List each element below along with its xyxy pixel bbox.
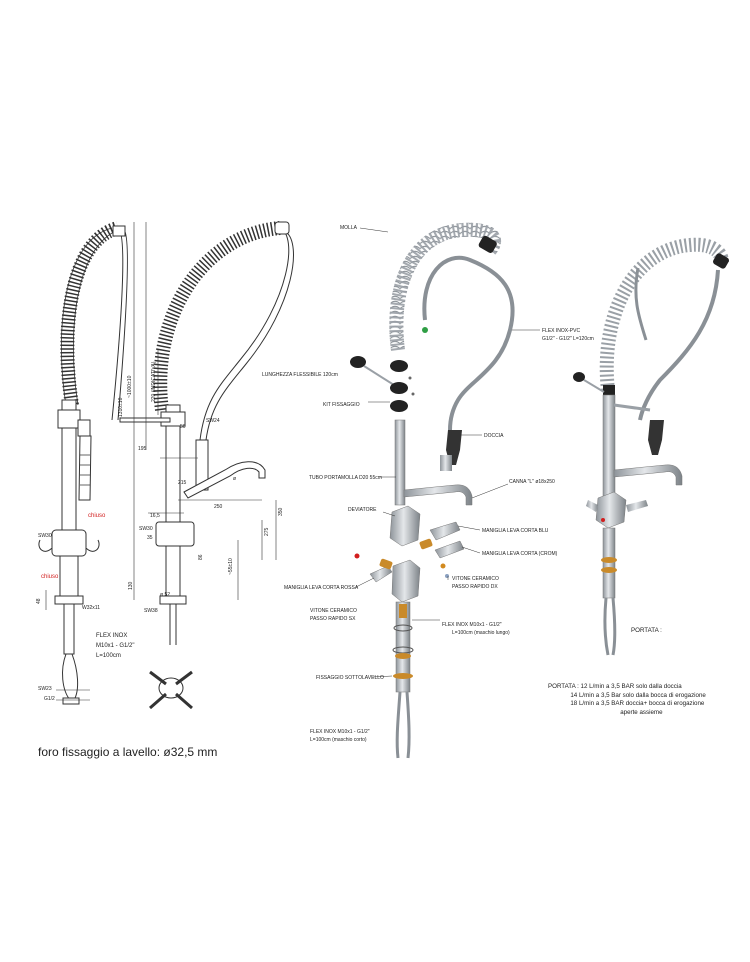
dim-50: 50 <box>180 424 186 430</box>
label-vitone-sx-1: VITONE CERAMICO <box>310 608 357 614</box>
label-flex-long-2: L=100cm (maschio lungo) <box>452 630 510 636</box>
dim-35: 35 <box>147 535 153 541</box>
spring-coil-assembled <box>599 237 729 391</box>
label-canna: CANNA "L" ø18x250 <box>509 479 555 485</box>
front-view-drawing <box>119 221 294 710</box>
portata-line-1: PORTATA : 12 L/min a 3,5 BAR solo dalla … <box>548 683 682 690</box>
label-vitone-dx-2: PASSO RAPIDO DX <box>452 584 498 590</box>
label-maniglia-crom: MANIGLIA LEVA CORTA (CROM) <box>482 551 558 557</box>
label-flex-short-2: L=100cm (maschio corto) <box>310 737 367 743</box>
chiuso-top-label: chiuso <box>88 513 106 519</box>
dim-250: 250 <box>214 504 223 510</box>
exploded-view <box>350 222 540 759</box>
mounting-note: foro fissaggio a lavello: ø32,5 mm <box>38 745 218 759</box>
assembled-view <box>573 237 729 656</box>
label-fissaggio: FISSAGGIO SOTTOLAVELLO <box>316 675 384 681</box>
label-kit-fissaggio: KIT FISSAGGIO <box>323 402 360 408</box>
sw30-center-label: SW30 <box>139 526 153 532</box>
side-view-drawing <box>38 221 128 705</box>
label-molla: MOLLA <box>340 225 358 231</box>
portata-line-2: 14 L/min a 3,5 Bar solo dalla bocca di e… <box>548 691 706 699</box>
flex-inox-line1: FLEX INOX <box>96 633 127 639</box>
label-maniglia-rossa: MANIGLIA LEVA CORTA ROSSA <box>284 585 359 591</box>
dim-1310: ~1310±10 <box>118 397 124 420</box>
label-flex-long-1: FLEX INOX M10x1 - G1/2" <box>442 622 502 628</box>
dim-195: 195 <box>138 446 147 452</box>
spring-coil-exploded <box>389 222 502 351</box>
sw23-label: SW23 <box>38 686 52 692</box>
dim-130: 130 <box>128 581 134 590</box>
label-flex-short-1: FLEX INOX M10x1 - G1/2" <box>310 729 370 735</box>
dim-55: ~55±10 <box>228 558 234 575</box>
dim-220: 220 (INDICATIVA) <box>151 361 157 402</box>
label-flex-pvc-2: G1/2" - G1/2" L=120cm <box>542 336 594 342</box>
portata-label: PORTATA : <box>631 627 662 634</box>
w32-label: W32x11 <box>82 605 100 611</box>
label-vitone-dx-1: VITONE CERAMICO <box>452 576 499 582</box>
dim-48: 48 <box>36 598 42 604</box>
chiuso-bottom-label: chiuso <box>41 574 59 580</box>
portata-line-3: 18 L/min a 3,5 BAR doccia+ bocca di erog… <box>548 700 705 708</box>
dim-350: 350 <box>278 507 284 516</box>
flex-inox-line2: M10x1 - G1/2" <box>96 643 134 649</box>
dim-165: 16,5 <box>150 513 160 519</box>
dim-215: 215 <box>178 480 187 486</box>
label-tubo: TUBO PORTAMOLLA D20 55cm <box>309 475 382 481</box>
dim-275: 275 <box>264 527 270 536</box>
spring-coil-front <box>153 221 281 411</box>
label-deviatore: DEVIATORE <box>348 507 377 513</box>
dim-86: 86 <box>198 554 204 560</box>
knob-icon <box>350 356 366 368</box>
portata-table: PORTATA : 12 L/min a 3,5 BAR solo dalla … <box>548 683 706 717</box>
label-vitone-sx-2: PASSO RAPIDO SX <box>310 616 356 622</box>
sw30-label: SW30 <box>38 533 52 539</box>
hose-length-label: LUNGHEZZA FLESSIBILE 120cm <box>262 372 338 378</box>
portata-line-4: aperte assieme <box>548 708 663 716</box>
sw24-label: SW24 <box>206 418 220 424</box>
dim-52: ø 52 <box>160 592 170 598</box>
g12-label: G1/2 <box>44 696 55 702</box>
sw38-label: SW38 <box>144 608 158 614</box>
label-maniglia-blu: MANIGLIA LEVA CORTA BLU <box>482 528 549 534</box>
label-doccia: DOCCIA <box>484 433 504 439</box>
dim-1000: ~1000±10 <box>127 375 133 398</box>
phi-label: ø <box>233 476 236 482</box>
label-flex-pvc-1: FLEX INOX-PVC <box>542 328 580 334</box>
spring-coil <box>60 221 121 407</box>
flex-inox-line3: L=100cm <box>96 653 121 659</box>
